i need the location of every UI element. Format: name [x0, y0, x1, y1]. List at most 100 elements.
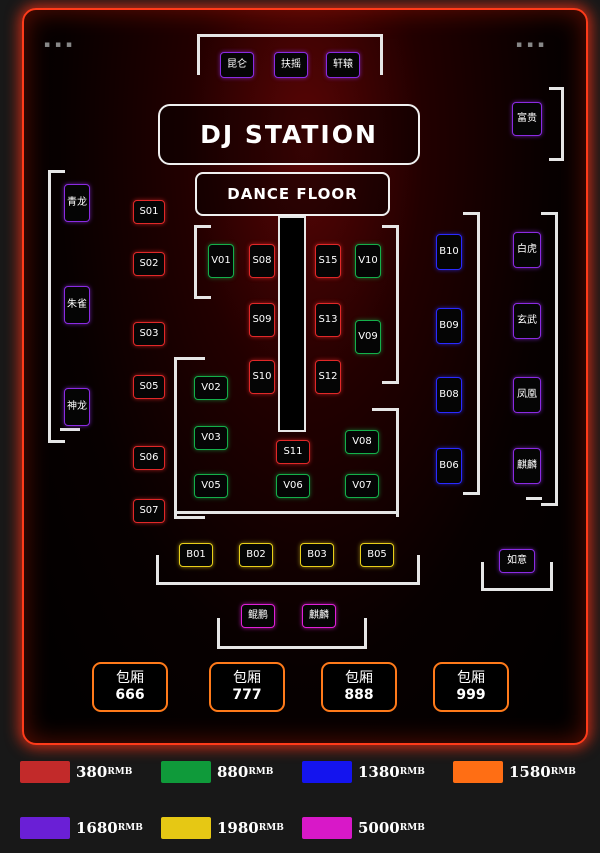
- legend-swatch: [161, 761, 211, 783]
- legend-price: 1980: [217, 819, 259, 837]
- legend-swatch: [20, 761, 70, 783]
- dj-station: DJ STATION: [158, 104, 420, 165]
- left-bracket-foot: [60, 428, 80, 431]
- private-room-label: 包厢: [233, 670, 261, 686]
- legend-price: 1580: [509, 763, 551, 781]
- seat-B01[interactable]: B01: [179, 543, 213, 567]
- seat-S09[interactable]: S09: [249, 303, 275, 337]
- private-room-label: 包厢: [116, 670, 144, 686]
- seat-V01[interactable]: V01: [208, 244, 234, 278]
- seat-bottom-2[interactable]: 麒麟: [302, 604, 336, 628]
- seat-S03[interactable]: S03: [133, 322, 165, 346]
- private-room-number: 888: [344, 687, 374, 703]
- legend-swatch: [302, 817, 352, 839]
- seat-top-3[interactable]: 轩辕: [326, 52, 360, 78]
- legend-price: 5000: [358, 819, 400, 837]
- seat-B03[interactable]: B03: [300, 543, 334, 567]
- private-room-888[interactable]: 包厢 888: [321, 662, 397, 712]
- seat-S15[interactable]: S15: [315, 244, 341, 278]
- top-bracket: [197, 34, 383, 75]
- seat-V10[interactable]: V10: [355, 244, 381, 278]
- legend-swatch: [20, 817, 70, 839]
- legend-swatch: [161, 817, 211, 839]
- private-room-999[interactable]: 包厢 999: [433, 662, 509, 712]
- seat-V07[interactable]: V07: [345, 474, 379, 498]
- seat-right-4[interactable]: 麒麟: [513, 448, 541, 484]
- left-bracket: [48, 170, 65, 443]
- legend-unit: RMB: [258, 823, 284, 833]
- legend-unit: RMB: [550, 767, 576, 777]
- legend-swatch: [302, 761, 352, 783]
- private-room-number: 777: [232, 687, 262, 703]
- seat-bottom-1[interactable]: 鲲鹏: [241, 604, 275, 628]
- seat-B09[interactable]: B09: [436, 308, 462, 344]
- seat-top-2[interactable]: 扶摇: [274, 52, 308, 78]
- seat-V09[interactable]: V09: [355, 320, 381, 354]
- legend-unit: RMB: [399, 767, 425, 777]
- private-room-number: 666: [115, 687, 145, 703]
- seat-top-1[interactable]: 昆仑: [220, 52, 254, 78]
- legend-price: 380: [76, 763, 108, 781]
- seat-S02[interactable]: S02: [133, 252, 165, 276]
- seat-right-2[interactable]: 玄武: [513, 303, 541, 339]
- seat-S11[interactable]: S11: [276, 440, 310, 464]
- seat-S05[interactable]: S05: [133, 375, 165, 399]
- inner-bracket-left: [174, 357, 205, 519]
- legend-unit: RMB: [107, 767, 133, 777]
- seat-B02[interactable]: B02: [239, 543, 273, 567]
- inner-bracket-top-right: [382, 225, 399, 384]
- dance-floor-runway: [278, 216, 306, 432]
- legend-unit: RMB: [248, 767, 274, 777]
- seat-B05[interactable]: B05: [360, 543, 394, 567]
- legend-swatch: [453, 761, 503, 783]
- b-column-bracket: [463, 212, 480, 495]
- b-row-bracket: [156, 555, 420, 585]
- seat-B06[interactable]: B06: [436, 448, 462, 484]
- seat-V02[interactable]: V02: [194, 376, 228, 400]
- seat-V05[interactable]: V05: [194, 474, 228, 498]
- inner-bracket-right: [372, 408, 399, 517]
- legend-price: 880: [217, 763, 249, 781]
- seat-left-1[interactable]: 青龙: [64, 184, 90, 222]
- legend-price: 1380: [358, 763, 400, 781]
- seat-V08[interactable]: V08: [345, 430, 379, 454]
- seat-right-1[interactable]: 白虎: [513, 232, 541, 268]
- right-column-bracket-foot: [526, 497, 542, 500]
- seat-B08[interactable]: B08: [436, 377, 462, 413]
- corner-decoration-top-right: ▪ ▪ ▪: [516, 40, 546, 50]
- private-room-666[interactable]: 包厢 666: [92, 662, 168, 712]
- seat-B10[interactable]: B10: [436, 234, 462, 270]
- seat-V03[interactable]: V03: [194, 426, 228, 450]
- private-room-number: 999: [456, 687, 486, 703]
- legend-unit: RMB: [399, 823, 425, 833]
- seat-S12[interactable]: S12: [315, 360, 341, 394]
- seat-S06[interactable]: S06: [133, 446, 165, 470]
- seat-left-2[interactable]: 朱雀: [64, 286, 90, 324]
- private-room-label: 包厢: [345, 670, 373, 686]
- seat-S13[interactable]: S13: [315, 303, 341, 337]
- private-room-label: 包厢: [457, 670, 485, 686]
- legend-unit: RMB: [117, 823, 143, 833]
- seat-S01[interactable]: S01: [133, 200, 165, 224]
- seat-S10[interactable]: S10: [249, 360, 275, 394]
- seat-left-3[interactable]: 神龙: [64, 388, 90, 426]
- seat-V06[interactable]: V06: [276, 474, 310, 498]
- inner-bracket-bottom: [174, 511, 398, 514]
- ruyi-bracket: [481, 562, 553, 591]
- seat-S08[interactable]: S08: [249, 244, 275, 278]
- right-top-bracket: [549, 87, 564, 161]
- bottom-bracket: [217, 618, 367, 649]
- private-room-777[interactable]: 包厢 777: [209, 662, 285, 712]
- corner-decoration-top-left: ▪ ▪ ▪: [44, 40, 74, 50]
- seat-right-top[interactable]: 富贵: [512, 102, 542, 136]
- seat-S07[interactable]: S07: [133, 499, 165, 523]
- dance-floor: DANCE FLOOR: [195, 172, 390, 216]
- seat-right-3[interactable]: 凤凰: [513, 377, 541, 413]
- seat-ruyi[interactable]: 如意: [499, 549, 535, 573]
